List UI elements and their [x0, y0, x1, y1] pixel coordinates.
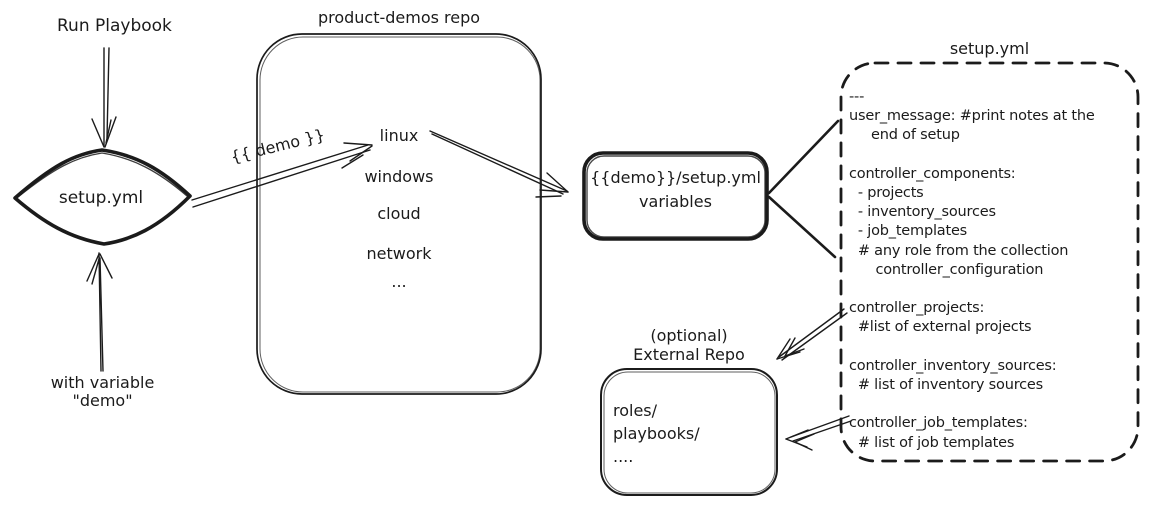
arrow-run-playbook — [91, 47, 117, 148]
variables-box-line1: {{demo}}/setup.yml — [590, 168, 761, 187]
setup-file-title: setup.yml — [949, 39, 1030, 58]
fan-lines — [767, 119, 840, 259]
repo-item-windows: windows — [364, 167, 434, 186]
arrow-templates-to-external — [785, 415, 852, 451]
diamond-label: setup.yml — [58, 188, 144, 208]
external-repo-label-optional: (optional) — [650, 326, 728, 345]
with-variable-label-line1: with variable — [50, 373, 155, 392]
repo-item-ellipsis: ... — [391, 272, 407, 291]
setup-file-contents: --- user_message: #print notes at the en… — [849, 89, 1095, 451]
repo-title: product-demos repo — [317, 8, 481, 27]
run-playbook-label: Run Playbook — [57, 16, 172, 36]
repo-item-linux: linux — [379, 126, 419, 145]
repo-item-cloud: cloud — [377, 204, 421, 223]
external-repo-label-title: External Repo — [633, 345, 745, 364]
arrow-with-variable — [86, 252, 113, 372]
external-repo-contents: roles/ playbooks/ .... — [613, 401, 700, 466]
with-variable-label-line2: "demo" — [72, 391, 133, 410]
repo-item-network: network — [366, 244, 432, 263]
arrow-projects-to-external — [776, 308, 848, 361]
variables-box-line2: variables — [639, 192, 712, 211]
